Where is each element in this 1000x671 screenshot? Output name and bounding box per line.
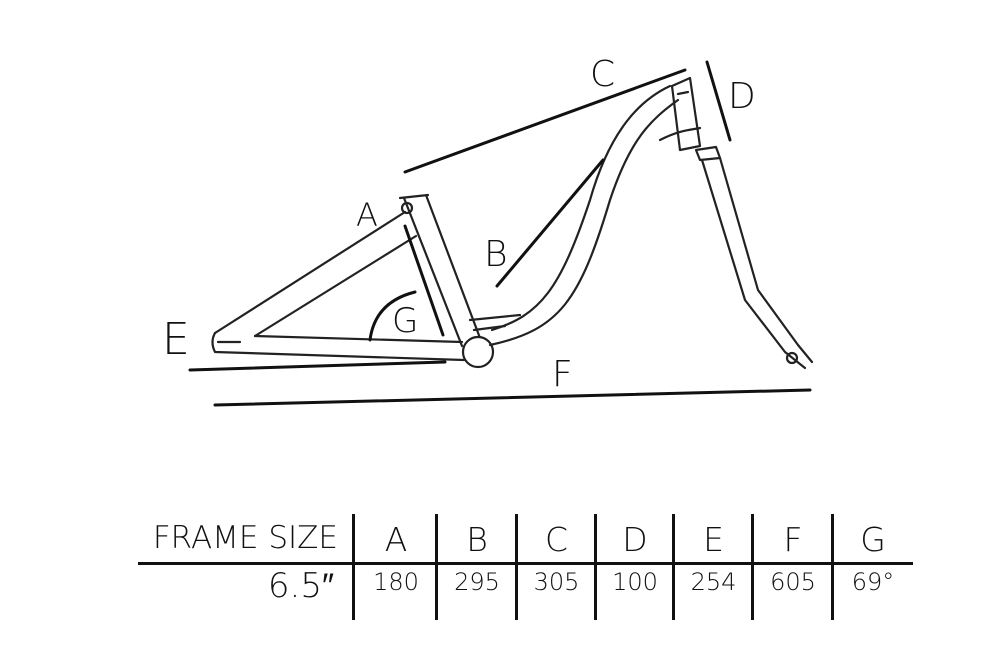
head-tube: [670, 76, 702, 152]
column-divider: [515, 514, 518, 620]
dimension-f-line: [213, 388, 812, 407]
column-header-b: B: [466, 520, 488, 559]
chain-stay: [211, 331, 466, 362]
seat-stay: [213, 210, 418, 338]
value-e: 254: [690, 568, 737, 596]
column-divider: [751, 514, 754, 620]
seat-tube: [398, 193, 482, 348]
row-header-frame-size: FRAME SIZE: [152, 520, 338, 556]
dimension-g-arc: [368, 290, 417, 342]
value-c: 305: [533, 568, 580, 596]
headset: [694, 145, 722, 162]
column-header-f: F: [783, 520, 803, 559]
table-header-divider: [138, 562, 913, 565]
frame-size-value: 6.5″: [267, 566, 334, 606]
label-c: C: [590, 54, 615, 95]
dimension-c-line: [403, 68, 687, 174]
dimension-d-line: [705, 60, 732, 142]
label-e: E: [162, 314, 190, 365]
value-f: 605: [770, 568, 816, 596]
seat-clamp: [400, 201, 414, 215]
down-tube: [488, 84, 680, 347]
column-header-e: E: [703, 520, 724, 559]
label-f: F: [552, 354, 573, 395]
label-a: A: [356, 196, 378, 234]
value-g: 69°: [851, 568, 895, 596]
label-g: G: [392, 301, 418, 341]
column-divider: [831, 514, 834, 620]
dimension-lines: [188, 60, 812, 407]
column-divider: [352, 514, 355, 620]
label-d: D: [728, 76, 756, 117]
dimension-e-line: [188, 360, 447, 372]
label-b: B: [484, 234, 508, 275]
front-dropout: [785, 351, 799, 365]
column-header-g: G: [860, 520, 886, 559]
column-header-a: A: [384, 520, 408, 559]
value-d: 100: [612, 568, 658, 596]
column-header-d: D: [622, 520, 648, 559]
bottom-bracket: [461, 335, 495, 369]
column-header-c: C: [544, 520, 569, 559]
column-divider: [435, 514, 438, 620]
value-b: 295: [454, 568, 500, 596]
frame-drawing: [211, 76, 814, 370]
column-divider: [672, 514, 675, 620]
dimension-a-line: [403, 224, 445, 337]
value-a: 180: [373, 568, 419, 596]
column-divider: [594, 514, 597, 620]
dimension-b-line: [495, 158, 605, 288]
top-tube: [658, 126, 702, 142]
fork: [700, 156, 814, 370]
